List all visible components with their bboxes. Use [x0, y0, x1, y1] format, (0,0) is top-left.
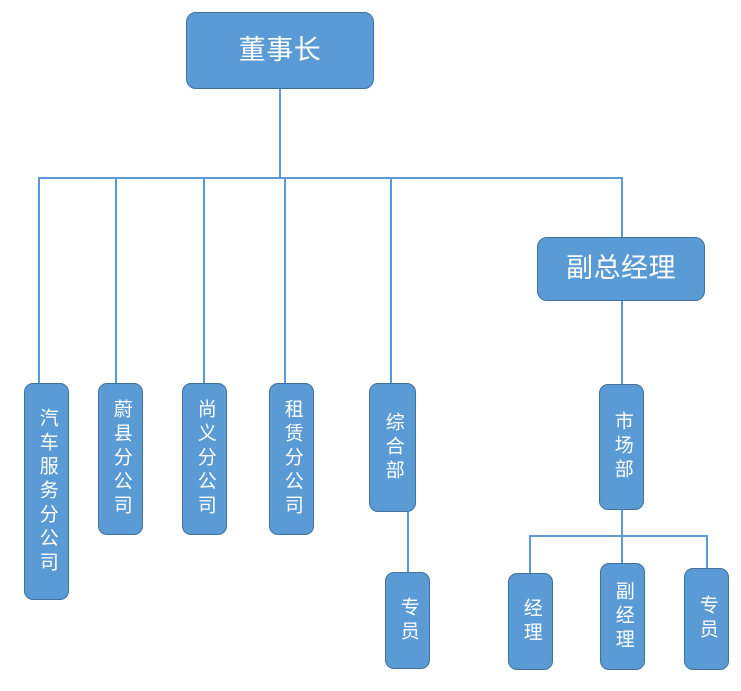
node-general-affairs[interactable]: 综合部 — [369, 383, 416, 512]
connector-drop-deputy-gm — [621, 177, 623, 237]
node-deputy-gm-label: 副总经理 — [566, 253, 676, 284]
connector-general-affairs-to-specialist — [407, 512, 409, 572]
node-mk-deputy-manager[interactable]: 副经理 — [600, 563, 645, 670]
node-mk-manager-label: 经理 — [520, 597, 542, 646]
connector-drop-leasing — [284, 177, 286, 383]
node-shangyi-branch-label: 尚义分公司 — [194, 399, 216, 519]
node-deputy-gm[interactable]: 副总经理 — [537, 237, 705, 301]
connector-drop-mk-manager — [529, 535, 531, 573]
node-mk-specialist-label: 专员 — [696, 595, 718, 643]
node-mk-manager[interactable]: 经理 — [508, 573, 553, 670]
node-yuxian-branch[interactable]: 蔚县分公司 — [98, 383, 143, 535]
connector-main-bus — [38, 177, 622, 179]
connector-drop-mk-deputy-manager — [621, 535, 623, 563]
connector-marketing-stem — [621, 510, 623, 536]
connector-deputy-gm-to-marketing — [621, 300, 623, 384]
node-chairman[interactable]: 董事长 — [186, 12, 374, 89]
node-leasing-branch[interactable]: 租赁分公司 — [269, 383, 314, 535]
node-ga-specialist[interactable]: 专员 — [385, 572, 430, 669]
connector-chairman-stem — [279, 88, 281, 178]
node-mk-deputy-manager-label: 副经理 — [612, 580, 634, 653]
node-leasing-branch-label: 租赁分公司 — [281, 399, 303, 519]
node-yuxian-branch-label: 蔚县分公司 — [110, 399, 132, 519]
node-shangyi-branch[interactable]: 尚义分公司 — [182, 383, 227, 535]
node-marketing-dept-label: 市场部 — [611, 411, 633, 483]
node-chairman-label: 董事长 — [238, 34, 322, 65]
node-general-affairs-label: 综合部 — [382, 411, 404, 484]
connector-drop-mk-specialist — [706, 535, 708, 568]
node-mk-specialist[interactable]: 专员 — [684, 568, 729, 670]
connector-drop-general-affairs — [390, 177, 392, 383]
connector-drop-shangyi — [203, 177, 205, 383]
node-marketing-dept[interactable]: 市场部 — [599, 384, 644, 510]
node-ga-specialist-label: 专员 — [397, 596, 419, 645]
node-auto-service[interactable]: 汽车服务分公司 — [24, 383, 69, 600]
node-auto-service-label: 汽车服务分公司 — [36, 407, 58, 576]
connector-drop-auto-service — [38, 177, 40, 383]
connector-marketing-bus — [529, 535, 708, 537]
connector-drop-yuxian — [115, 177, 117, 383]
